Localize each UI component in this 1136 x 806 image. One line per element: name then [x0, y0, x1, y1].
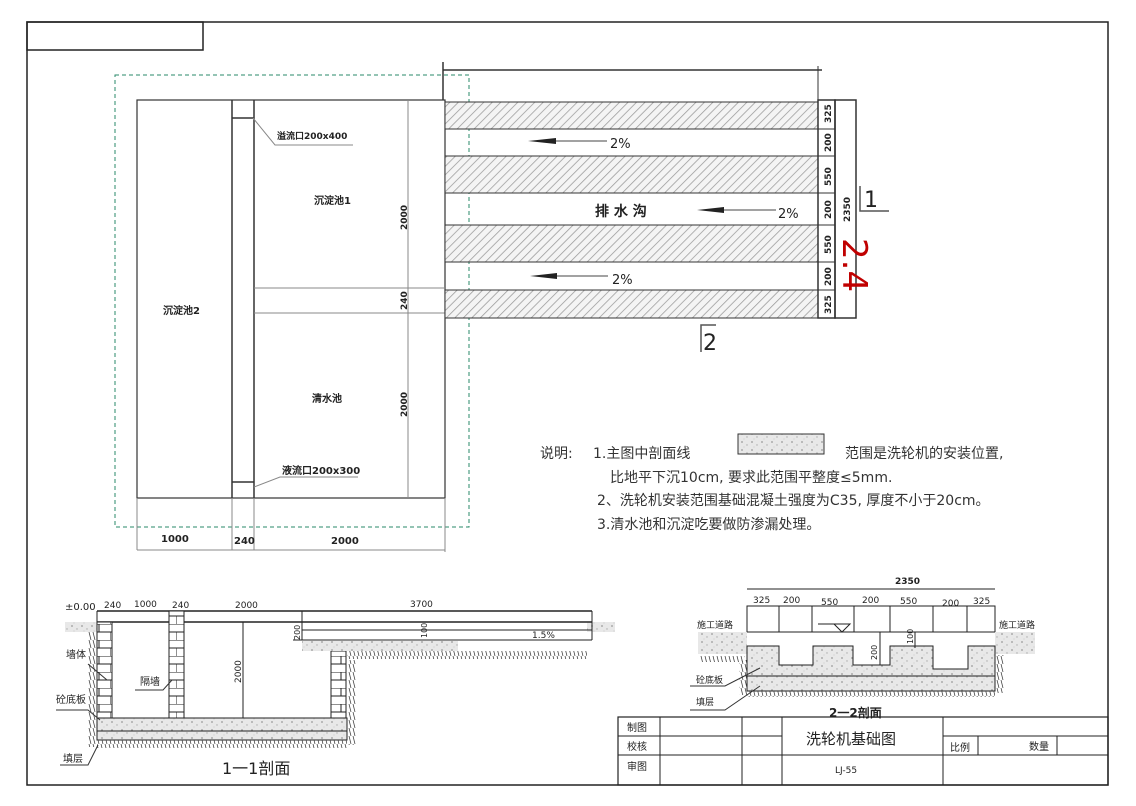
- partition-label: 隔墙: [140, 675, 160, 688]
- drain-label: 排 水 沟: [595, 203, 647, 220]
- section-2-2-title: 2一2剖面: [829, 705, 882, 720]
- svg-text:2%: 2%: [612, 273, 633, 288]
- total-dim: 2350: [843, 197, 853, 222]
- slab-label: 砼底板: [696, 674, 723, 686]
- slab-label: 砼底板: [56, 693, 86, 706]
- slope-arrow: 2%: [528, 137, 631, 152]
- dim-240: 240: [400, 291, 410, 310]
- svg-text:2%: 2%: [778, 207, 799, 222]
- note-line: 3.清水池和沉淀吃要做防渗漏处理。: [597, 517, 820, 533]
- tank1-label: 沉淀池1: [314, 194, 351, 207]
- section-2-mark: 2: [703, 331, 717, 356]
- hatch-legend-swatch: [737, 433, 825, 455]
- drawing-title: 洗轮机基础图: [806, 730, 896, 748]
- dim: 325: [973, 597, 990, 607]
- svg-text:2%: 2%: [610, 137, 631, 152]
- row-label: 审图: [627, 760, 647, 773]
- section-1-1: ±0.00 240 1000 240 2000 3700 200 100 200…: [56, 600, 615, 778]
- dim: 200: [862, 596, 879, 606]
- fill-label: 填层: [696, 696, 714, 708]
- dim-240-bottom: 240: [234, 536, 255, 547]
- sheet-border: [26, 21, 1109, 786]
- side-dim: 200: [824, 200, 834, 219]
- corner-box: [26, 21, 204, 51]
- washer-strip: [444, 224, 819, 263]
- side-dim: 200: [824, 133, 834, 152]
- dim: 325: [753, 596, 770, 606]
- install-boundary: [114, 74, 470, 528]
- road-label-right: 施工道路: [999, 619, 1035, 631]
- qty-label: 数量: [1029, 740, 1049, 753]
- side-dim: 550: [824, 235, 834, 254]
- dim: 2000: [235, 601, 258, 611]
- row-label: 制图: [627, 721, 647, 734]
- notes-prefix: 说明:: [540, 446, 573, 462]
- dim: 3700: [410, 600, 433, 610]
- row-label: 校核: [627, 740, 647, 753]
- elevation-label: ±0.00: [65, 602, 96, 613]
- washer-strip: [444, 101, 819, 130]
- washer-strip: [444, 289, 819, 319]
- slope-arrow: 2%: [697, 207, 799, 222]
- washer-strip: [444, 155, 819, 194]
- dim-1000: 1000: [161, 534, 189, 545]
- notes: 说明: 1.主图中剖面线 范围是洗轮机的安装位置, 比地平下沉10cm, 要求此…: [540, 433, 1003, 533]
- dim: 550: [900, 597, 917, 607]
- tank2-label: 沉淀池2: [163, 304, 200, 317]
- section-1-1-title: 1一1剖面: [222, 759, 290, 778]
- note-line: 1.主图中剖面线: [593, 446, 690, 462]
- wall-label: 墙体: [66, 648, 86, 661]
- side-dim: 325: [824, 104, 834, 123]
- dim: 2000: [234, 660, 244, 683]
- side-dim: 325: [824, 295, 834, 314]
- dim: 100: [906, 629, 915, 644]
- section-1-mark: 1: [864, 188, 878, 213]
- plan-view: 溢流口200x400 沉淀池1 沉淀池2 清水池 液流口200x300 2000…: [114, 74, 470, 552]
- dim: 240: [104, 601, 121, 611]
- dim-2000-b: 2000: [400, 392, 410, 417]
- dim: 1000: [134, 600, 157, 610]
- clear-tank-label: 清水池: [312, 392, 342, 405]
- note-line: 范围是洗轮机的安装位置,: [845, 445, 1003, 462]
- drain-plan: 2% 排 水 沟 2% 2% 325 200 550 200 550 200 3…: [442, 62, 889, 356]
- section-2-2: 2350 325 200 550 200 550 200 325 200 100…: [690, 577, 1035, 720]
- dim-2000-a: 2000: [400, 205, 410, 230]
- dim: 200: [783, 596, 800, 606]
- side-dim: 200: [824, 267, 834, 286]
- side-dim: 550: [824, 167, 834, 186]
- dim: 100: [420, 623, 429, 638]
- dim-2000-bottom: 2000: [331, 536, 359, 547]
- red-mark: 2.4: [834, 238, 874, 292]
- dim: 2350: [895, 577, 920, 587]
- slope-label: 1.5%: [532, 631, 555, 641]
- dim: 200: [293, 625, 302, 640]
- note-line: 比地平下沉10cm, 要求此范围平整度≤5mm.: [610, 469, 892, 486]
- dim: 200: [870, 645, 879, 660]
- road-label-left: 施工道路: [697, 619, 733, 631]
- outflow-label: 液流口200x300: [282, 464, 360, 477]
- dim: 550: [821, 598, 838, 608]
- note-line: 2、洗轮机安装范围基础混凝土强度为C35, 厚度不小于20cm。: [597, 492, 990, 509]
- dim: 240: [172, 601, 189, 611]
- fill-label: 填层: [63, 752, 83, 765]
- scale-label: 比例: [950, 741, 970, 754]
- overflow-label: 溢流口200x400: [277, 130, 347, 142]
- slope-arrow: 2%: [530, 273, 633, 288]
- dim: 200: [942, 599, 959, 609]
- drawing-code: LJ-55: [835, 766, 857, 776]
- title-block: 制图 校核 审图 洗轮机基础图 LJ-55 比例 数量: [617, 716, 1109, 786]
